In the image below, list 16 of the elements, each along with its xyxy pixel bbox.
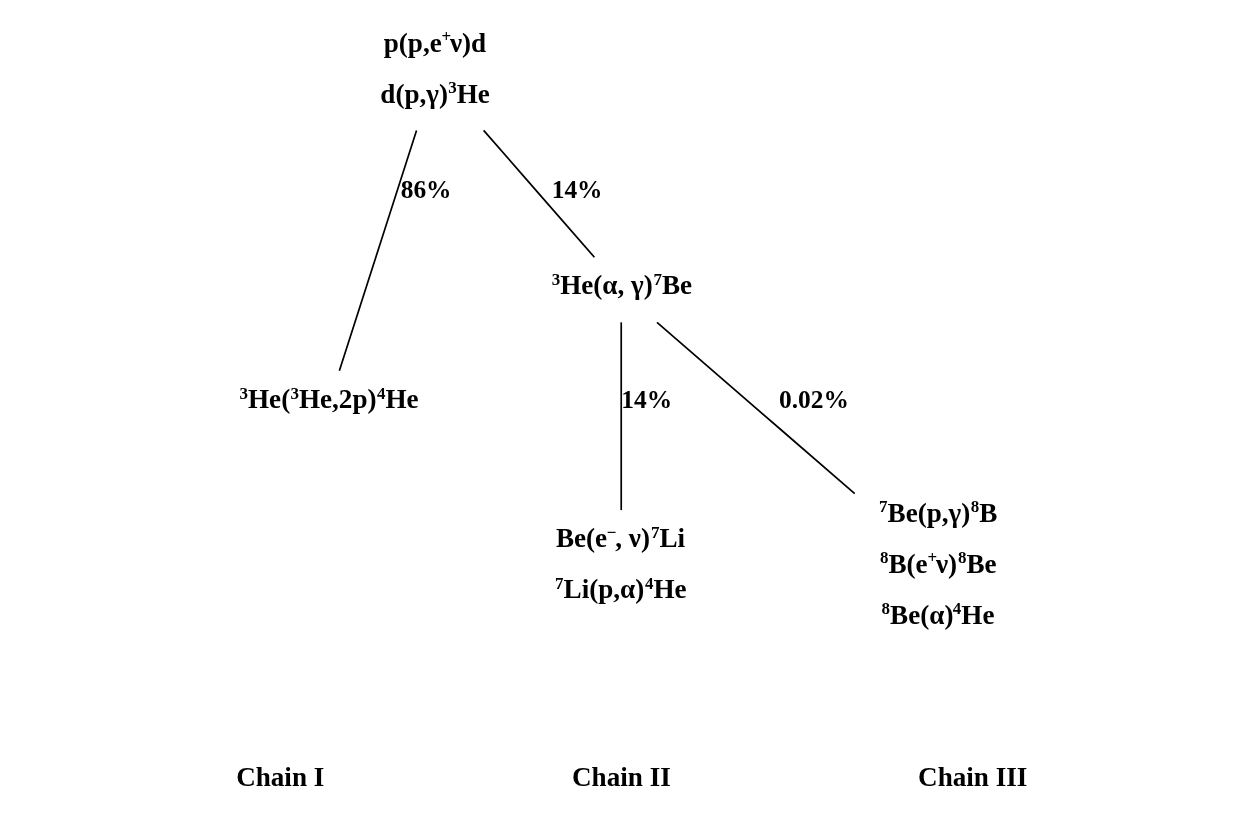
edge-label: 14% [620, 384, 672, 414]
connector [338, 129, 417, 372]
label: Chain II [571, 762, 671, 793]
connector [619, 321, 622, 511]
edge-label: 0.02% [778, 384, 849, 414]
node-text: $^{7}$Be(p,γ)$^{8}$B $^{8}$B(e$^{+}$ν)$^{8}$Be $^{8}$Be(α)$^{4}$He [878, 497, 997, 630]
connector [655, 321, 856, 495]
label: Chain III [917, 762, 1027, 793]
node-text: Be(e$^{−}$, ν)$^{7}$Li $^{7}$Li(p,α)$^{4}$He [554, 522, 687, 605]
label: Chain I [235, 762, 324, 793]
node-text: $^{3}$He(α, γ)$^{7}$Be [551, 269, 692, 301]
connector [482, 129, 595, 259]
node-text: $^{3}$He($^{3}$He,2p)$^{4}$He [239, 383, 419, 415]
node-text: p(p,e$^{+}$ν)d d(p,γ)$^{3}$He [379, 27, 490, 109]
edge-label: 14% [551, 175, 603, 205]
edge-label: 86% [400, 175, 452, 205]
